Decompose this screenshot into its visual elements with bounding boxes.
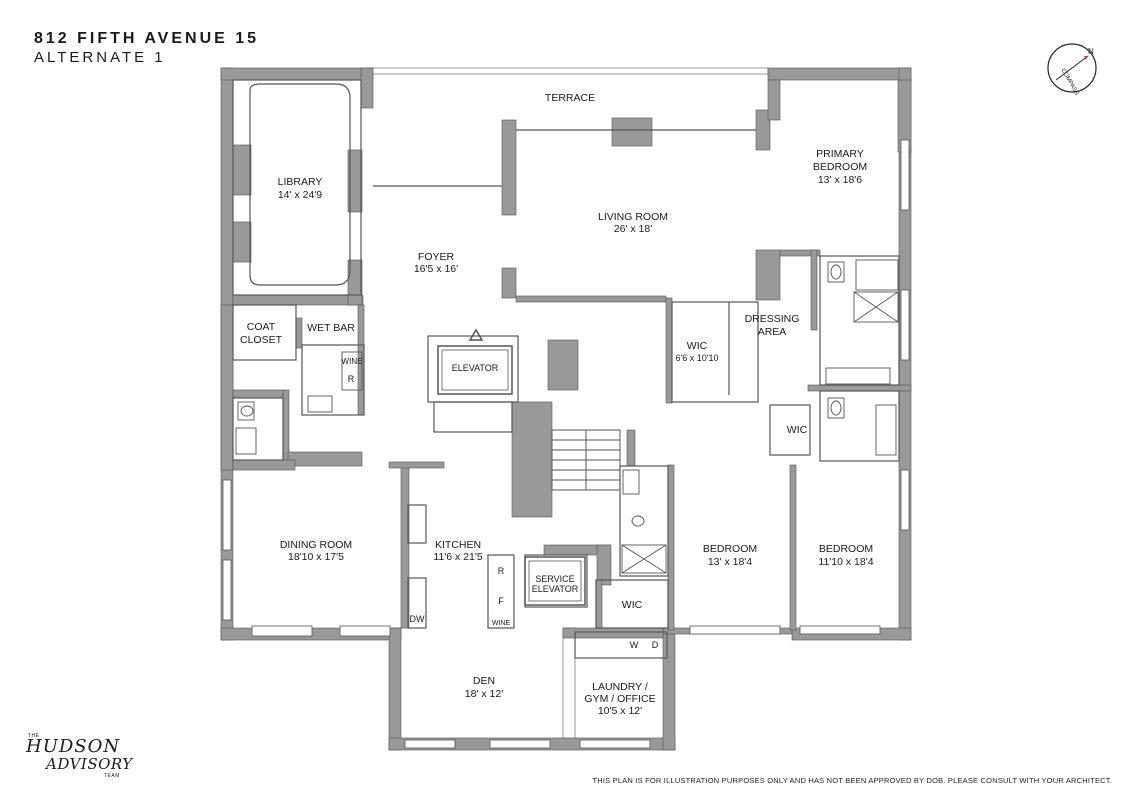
elevator-label: ELEVATOR xyxy=(452,363,499,373)
fixture-labels: WINE R R F WINE DW W D xyxy=(342,357,659,650)
washer-label: W xyxy=(630,640,639,650)
laundry-label-2: GYM / OFFICE xyxy=(584,693,655,705)
laundry-label-1: LAUNDRY / xyxy=(592,681,648,693)
service-elevator-label-1: SERVICE xyxy=(535,574,574,584)
kitchen-fridge-label: R xyxy=(498,566,505,576)
terrace-label: TERRACE xyxy=(545,92,595,104)
disclaimer: THIS PLAN IS FOR ILLUSTRATION PURPOSES O… xyxy=(592,776,1112,785)
wic-2-label: WIC xyxy=(787,424,808,436)
logo-team: TEAM xyxy=(104,773,120,779)
library-label: LIBRARY xyxy=(278,176,323,188)
laundry-dims: 10'5 x 12' xyxy=(598,705,642,717)
foyer-dims: 16'5 x 16' xyxy=(414,263,458,275)
wic-primary-label: WIC xyxy=(687,340,708,352)
dining-room-dims: 18'10 x 17'5 xyxy=(288,551,344,563)
dishwasher-label: DW xyxy=(410,614,425,624)
coat-closet-label-2: CLOSET xyxy=(240,334,283,346)
wet-bar-fridge-label: R xyxy=(348,374,355,384)
living-room-dims: 26' x 18' xyxy=(614,223,652,235)
bedroom-2-label: BEDROOM xyxy=(819,543,873,555)
room-labels: TERRACE LIBRARY 14' x 24'9 FOYER 16'5 x … xyxy=(240,92,874,717)
logo-the: THE xyxy=(28,733,40,739)
library-dims: 14' x 24'9 xyxy=(278,189,322,201)
bedroom-1-label: BEDROOM xyxy=(703,543,757,555)
dryer-label: D xyxy=(652,640,659,650)
living-room-label: LIVING ROOM xyxy=(598,211,668,223)
stair xyxy=(551,429,621,491)
dressing-area-label-2: AREA xyxy=(758,326,787,338)
primary-bedroom-label-1: PRIMARY xyxy=(816,148,864,160)
service-elevator-label-2: ELEVATOR xyxy=(532,584,579,594)
compass-icon: N COMPASS xyxy=(1047,43,1097,96)
kitchen-wine-label: WINE xyxy=(492,620,511,627)
wic-primary-dims: 6'6 x 10'10 xyxy=(676,353,719,363)
wet-bar-wine-label: WINE xyxy=(342,357,363,366)
bedroom-2-dims: 11'10 x 18'4 xyxy=(818,556,873,568)
plan-subtitle: ALTERNATE 1 xyxy=(34,49,166,66)
logo-hudson: HUDSON xyxy=(26,736,121,757)
primary-bedroom-dims: 13' x 18'6 xyxy=(818,174,862,186)
bath-fixtures xyxy=(235,259,899,574)
wic-3-label: WIC xyxy=(622,599,643,611)
elevator-cabs xyxy=(437,328,586,606)
coat-closet-label-1: COAT xyxy=(247,321,276,333)
foyer-label: FOYER xyxy=(418,251,455,263)
logo-advisory: ADVISORY xyxy=(46,755,133,773)
kitchen-freezer-label: F xyxy=(498,596,504,606)
kitchen-dims: 11'6 x 21'5 xyxy=(433,551,483,563)
primary-bedroom-label-2: BEDROOM xyxy=(813,161,867,173)
den-label: DEN xyxy=(473,675,495,687)
windows xyxy=(222,139,910,749)
walls xyxy=(220,67,912,751)
compass-north: N xyxy=(1088,47,1094,56)
hudson-advisory-logo: THE HUDSON ADVISORY TEAM xyxy=(20,726,140,786)
plan-title: 812 FIFTH AVENUE 15 xyxy=(34,30,260,47)
dining-room-label: DINING ROOM xyxy=(280,539,352,551)
kitchen-label: KITCHEN xyxy=(435,539,481,551)
den-dims: 18' x 12' xyxy=(465,688,503,700)
dressing-area-label-1: DRESSING xyxy=(745,313,800,325)
bedroom-1-dims: 13' x 18'4 xyxy=(708,556,752,568)
wet-bar-label: WET BAR xyxy=(307,322,355,334)
